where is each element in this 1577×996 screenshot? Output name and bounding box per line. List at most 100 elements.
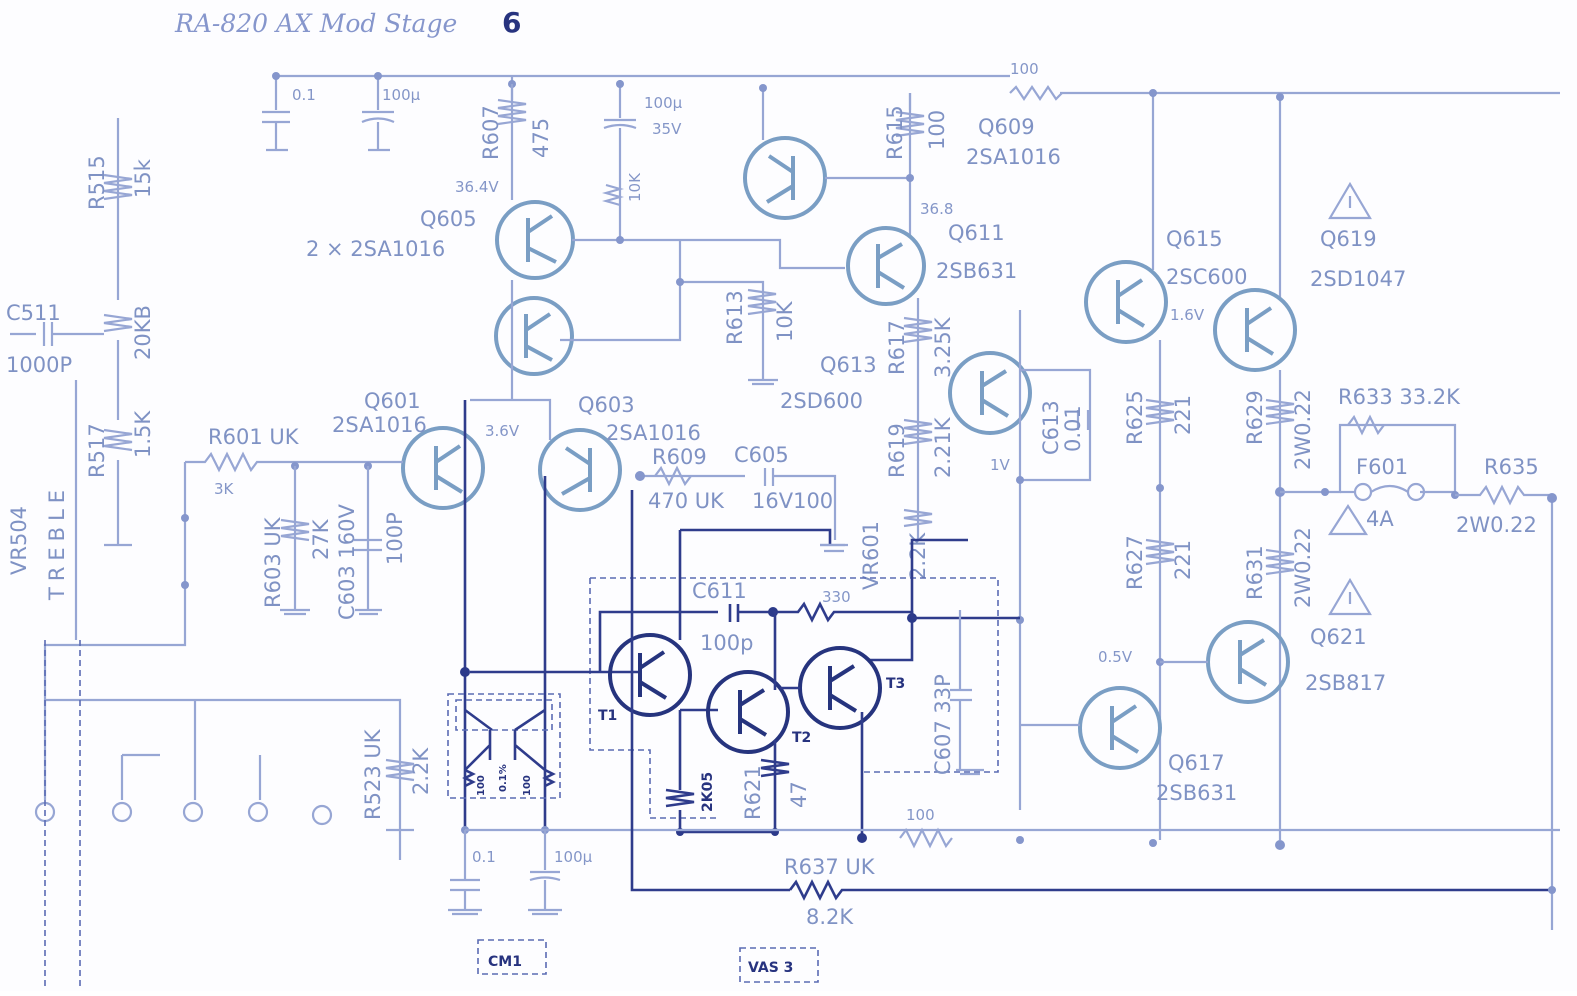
q613-symbol: [948, 351, 1032, 435]
cap-c3-voltage: 35V: [652, 120, 682, 138]
volt-v2: 36.8: [920, 200, 953, 218]
r515-value: 15k: [131, 158, 155, 198]
r631-value: 2W0.22: [1291, 527, 1315, 608]
t3-label: T3: [886, 676, 905, 692]
q601-label: Q601: [364, 389, 421, 413]
t2-symbol: [706, 670, 790, 754]
r100-bot-label: 100: [906, 806, 935, 824]
q611-type: 2SB631: [936, 259, 1017, 283]
volt-v3: 3.6V: [485, 422, 520, 440]
output-stage: Q615 2SC600 Q619 2SD1047 R625 221 R627 2…: [1020, 181, 1557, 930]
r330-label: 330: [822, 588, 851, 606]
r633-label: R633 33.2K: [1338, 385, 1461, 409]
r631-label: R631: [1243, 545, 1267, 600]
volt-v6: 0.5V: [1098, 648, 1133, 666]
driver-stage: Q609 2SA1016 100 R615 100 36.8 Q611 2SB6…: [743, 60, 1092, 810]
r617-label: R617: [885, 320, 909, 375]
fuse-name: F601: [1356, 455, 1408, 479]
current-mirror: 100 0.1% 100 0.1 100µ CM1: [447, 400, 593, 975]
input-stage: R607 475 10K R613 10K Q605 2 × 2SA1016 3…: [185, 84, 845, 620]
r603-label: R603 UK: [261, 516, 285, 608]
cap-bot1-label: 0.1: [472, 848, 496, 866]
c605-value: 16V100: [752, 489, 833, 513]
r609-value: 470 UK: [648, 489, 725, 513]
q605-symbol: [495, 200, 575, 280]
vas-block: T1 T2 T3 C611 100p 330 C607 33P 2K05 R62…: [470, 528, 1020, 843]
q609-symbol: [743, 136, 827, 220]
q619-label: Q619: [1320, 227, 1377, 251]
q601-symbol: [401, 426, 485, 510]
q619-symbol: [1213, 288, 1297, 372]
cap-c1-label: 0.1: [292, 86, 316, 104]
q621-symbol: [1206, 620, 1290, 704]
q621-type: 2SB817: [1305, 671, 1386, 695]
t3-symbol: [798, 646, 882, 730]
vas-label: VAS 3: [748, 960, 793, 976]
q621-label: Q621: [1310, 625, 1367, 649]
c607-label: C607 33P: [931, 674, 955, 775]
q615-type: 2SC600: [1166, 265, 1247, 289]
r615-value: 100: [925, 110, 949, 150]
title-text: RA-820 AX Mod Stage: [174, 9, 457, 38]
q605-label: Q605: [420, 207, 477, 231]
q615-label: Q615: [1166, 227, 1223, 251]
r523-label: R523 UK: [361, 728, 385, 820]
q601-type: 2SA1016: [332, 413, 427, 437]
r619-value: 2.21K: [931, 416, 955, 478]
r635-value: 2W0.22: [1456, 513, 1537, 537]
cap-bot2-label: 100µ: [554, 848, 593, 866]
q615-symbol: [1084, 260, 1168, 344]
r621-value: 47: [787, 781, 811, 808]
r2k05-label: 2K05: [700, 772, 716, 812]
r619-label: R619: [885, 423, 909, 478]
bottom-rails: 100 R637 UK 8.2K VAS 3: [465, 490, 1560, 983]
r607-label: R607: [479, 105, 503, 160]
r100-top-label: 100: [1010, 60, 1039, 78]
q617-type: 2SB631: [1156, 781, 1237, 805]
t1-label: T1: [598, 708, 617, 724]
c611-label: C611: [692, 579, 747, 603]
r625-value: 221: [1171, 395, 1195, 435]
pot-value: 20KB: [131, 305, 155, 360]
c613-value: 0.01: [1061, 405, 1085, 452]
r637-label: R637 UK: [784, 855, 876, 879]
volt-v4: 1V: [990, 456, 1011, 474]
r609-label: R609: [652, 445, 707, 469]
q617-label: Q617: [1168, 751, 1225, 775]
c603-label: C603 160V: [335, 503, 359, 620]
r603-value: 27K: [309, 518, 333, 560]
r615-label: R615: [883, 105, 907, 160]
c603-value: 100P: [383, 512, 407, 565]
r515-label: R515: [85, 155, 109, 210]
cm-r3: 100: [522, 775, 533, 796]
r517-label: R517: [85, 423, 109, 478]
q611-symbol: [846, 226, 926, 306]
r601-label: R601 UK: [208, 425, 300, 449]
r629-value: 2W0.22: [1291, 389, 1315, 470]
cap-c3-label: 100µ: [644, 94, 683, 112]
cm-r2: 0.1%: [498, 764, 509, 792]
cap-c2-label: 100µ: [382, 86, 421, 104]
switch-bank: R523 UK 2.2K: [34, 462, 433, 990]
title-stage-number: 6: [502, 6, 521, 39]
treble-label: TREBLE: [45, 484, 69, 601]
c611-value: 100p: [700, 631, 753, 655]
r625-label: R625: [1123, 390, 1147, 445]
q605-type: 2 × 2SA1016: [306, 237, 445, 261]
q617-symbol: [1078, 686, 1162, 770]
r629-label: R629: [1243, 390, 1267, 445]
vr504-label: VR504: [7, 506, 31, 575]
r613-label: R613: [723, 290, 747, 345]
fuse-rating: 4A: [1366, 507, 1394, 531]
q605b-symbol: [494, 296, 574, 376]
ground-symbols: [280, 378, 984, 916]
q613-label: Q613: [820, 353, 877, 377]
r523-value: 2.2K: [409, 747, 433, 795]
q611-label: Q611: [948, 221, 1005, 245]
r637-value: 8.2K: [806, 905, 854, 929]
r517-value: 1.5K: [131, 410, 155, 458]
c613-label: C613: [1039, 400, 1063, 455]
input-network: R515 15k C511 1000P 20KB R517 1.5K VR504…: [6, 118, 155, 640]
